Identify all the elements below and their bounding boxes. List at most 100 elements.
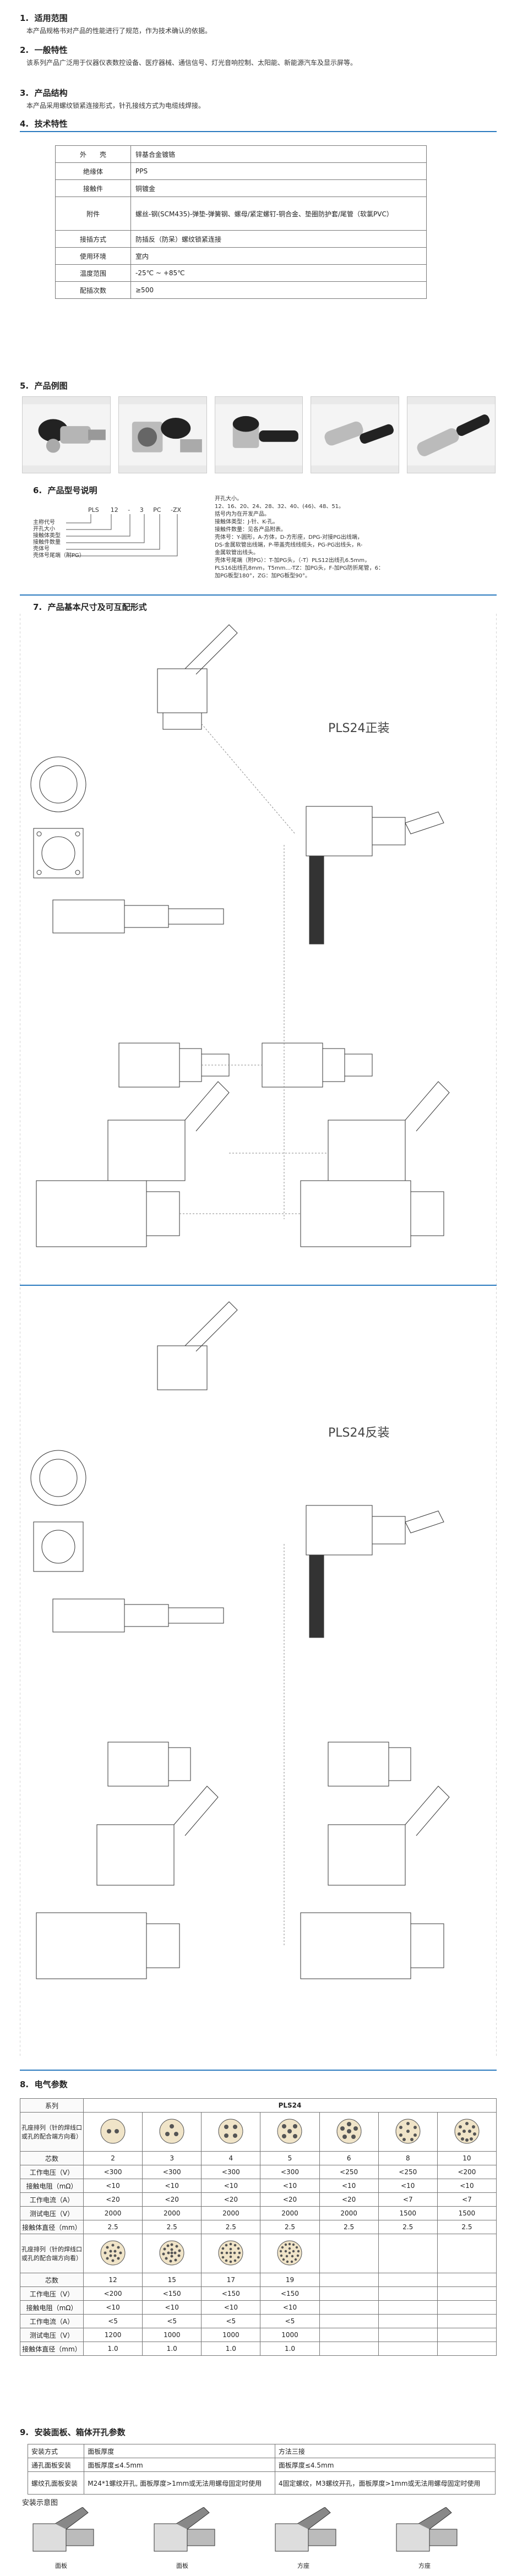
model-desc-line: 12、16、20、24、28、32、40、(46)、48、51。 xyxy=(215,504,345,510)
model-leader-lines xyxy=(66,514,178,556)
header-cell: 方法三接 xyxy=(274,2444,496,2458)
table-row: 安装方式 面板厚度 方法三接 xyxy=(27,2444,496,2458)
cell: 1.0 xyxy=(83,2342,143,2356)
spec-value: ≥500 xyxy=(130,281,427,299)
table-row: 孔座排列（针的焊线口或孔的配合端方向看） xyxy=(20,2112,497,2152)
resistance-label: 接触电阻（mΩ） xyxy=(20,2300,84,2315)
table-row: 工作电流（A） <5<5<5<5 xyxy=(20,2314,497,2328)
cell: <300 xyxy=(260,2165,320,2179)
cell: 2000 xyxy=(201,2206,261,2220)
pin-layout-diagram xyxy=(201,2234,261,2273)
header-cell: 面板厚度 xyxy=(84,2444,275,2458)
cell: <10 xyxy=(437,2179,497,2193)
resistance-label: 接触电阻（mΩ） xyxy=(20,2179,84,2193)
test-voltage-label: 测试电压（V） xyxy=(20,2206,84,2220)
dimension-drawings: PLS24正装 PLS24反装 xyxy=(20,614,497,2056)
cell: <10 xyxy=(378,2179,438,2193)
spec-key: 接插方式 xyxy=(55,230,131,248)
spec-value: 铜镀金 xyxy=(130,179,427,197)
cell: 螺纹孔面板安装 xyxy=(27,2471,85,2495)
model-code-part: 12 xyxy=(110,506,118,514)
cell: 1500 xyxy=(437,2206,497,2220)
mounting-caption: 方座 xyxy=(418,2562,431,2569)
model-label: 接触体类型 xyxy=(33,533,61,539)
cell: 8 xyxy=(378,2151,438,2165)
cell: 面板厚度≤4.5mm xyxy=(84,2458,275,2472)
test-voltage-label: 测试电压（V） xyxy=(20,2328,84,2342)
mounting-svg xyxy=(32,2507,458,2552)
model-right-text: 开孔大小。 12、16、20、24、28、32、40、(46)、48、51。 括… xyxy=(215,495,490,580)
pin-layout-diagram xyxy=(319,2112,379,2152)
cell: 12 xyxy=(83,2273,143,2287)
model-code-part: PC xyxy=(153,506,161,514)
mounting-caption: 方座 xyxy=(297,2562,309,2569)
current-label: 工作电流（A） xyxy=(20,2314,84,2328)
model-code-part: - xyxy=(128,506,130,514)
mounting-diagram-title: 安装示意图 xyxy=(22,2499,58,2507)
cell: 2000 xyxy=(319,2206,379,2220)
product-photo xyxy=(407,396,496,473)
cores-label: 芯数 xyxy=(20,2273,84,2287)
cell: <10 xyxy=(260,2179,320,2193)
section-7-title: 7. 产品基本尺寸及可互配形式 xyxy=(33,602,147,612)
current-label: 工作电流（A） xyxy=(20,2192,84,2207)
table-row: 通孔面板安装 面板厚度≤4.5mm 面板厚度≤4.5mm xyxy=(27,2458,496,2472)
spec-key: 温度范围 xyxy=(55,264,131,282)
cell: <20 xyxy=(83,2192,143,2207)
section-4-title: 4. 技术特性 xyxy=(20,119,68,129)
cell: <150 xyxy=(201,2286,261,2301)
cores-label: 芯数 xyxy=(20,2151,84,2165)
cell: <10 xyxy=(319,2179,379,2193)
cell: 2.5 xyxy=(319,2220,379,2234)
spec-key: 绝缘体 xyxy=(55,162,131,180)
spec-row: 外 壳锌基合金镀铬 xyxy=(55,145,427,163)
cell: <10 xyxy=(142,2179,202,2193)
model-desc-line: 加PG板型180°，ZG：加PG板型90°。 xyxy=(215,573,311,579)
cell: <10 xyxy=(260,2300,320,2315)
cell: <300 xyxy=(201,2165,261,2179)
cell: 2.5 xyxy=(378,2220,438,2234)
cell: 17 xyxy=(201,2273,261,2287)
cell: 3 xyxy=(142,2151,202,2165)
section-5-title: 5. 产品例图 xyxy=(20,381,68,391)
model-code: PLS 12 - 3 PC -ZX xyxy=(88,506,181,514)
product-photo xyxy=(214,396,303,473)
table-row: 接触电阻（mΩ） <10<10<10<10<10<10<10 xyxy=(20,2179,497,2193)
model-left-labels: 主称代号 开孔大小 接触体类型 接触件数量 壳体号 壳体号尾端（附PG） xyxy=(33,520,85,559)
cell: 4固定螺纹，M3螺纹开孔，面板厚度>1mm或无法用螺母固定时使用 xyxy=(274,2471,496,2495)
cell: 2000 xyxy=(83,2206,143,2220)
spec-value: PPS xyxy=(130,162,427,180)
pin-layout-diagram xyxy=(83,2234,143,2273)
pin-layout-diagram xyxy=(378,2112,438,2152)
cell: <5 xyxy=(260,2314,320,2328)
section-3-text: 本产品采用螺纹锁紧连接形式，针孔接线方式为电缆线焊接。 xyxy=(26,102,205,110)
table-row: 系列 PLS24 xyxy=(20,2098,497,2113)
cell: 1000 xyxy=(260,2328,320,2342)
cell: <20 xyxy=(201,2192,261,2207)
pin-layout-diagram xyxy=(260,2112,320,2152)
cell: <150 xyxy=(260,2286,320,2301)
table-row: 工作电压（V） <300<300<300<300<250<250<200 xyxy=(20,2165,497,2179)
spec-key: 附件 xyxy=(55,197,131,231)
cell: 2 xyxy=(83,2151,143,2165)
model-code-part: 3 xyxy=(139,506,144,514)
cell: 15 xyxy=(142,2273,202,2287)
model-explanation: PLS 12 - 3 PC -ZX 主称代号 开孔大小 接触体类型 接触件数量 … xyxy=(22,495,496,583)
voltage-label: 工作电压（V） xyxy=(20,2286,84,2301)
model-desc-line: 金属软管出线头。 xyxy=(215,550,259,556)
cell: <7 xyxy=(378,2192,438,2207)
cell: <10 xyxy=(142,2300,202,2315)
model-label: 主称代号 xyxy=(33,520,55,526)
spec-value: 室内 xyxy=(130,247,427,265)
cell: <20 xyxy=(142,2192,202,2207)
cell: 6 xyxy=(319,2151,379,2165)
section-2-title: 2. 一般特性 xyxy=(20,45,68,55)
cell: <5 xyxy=(83,2314,143,2328)
cell: 1.0 xyxy=(142,2342,202,2356)
cell: <20 xyxy=(319,2192,379,2207)
